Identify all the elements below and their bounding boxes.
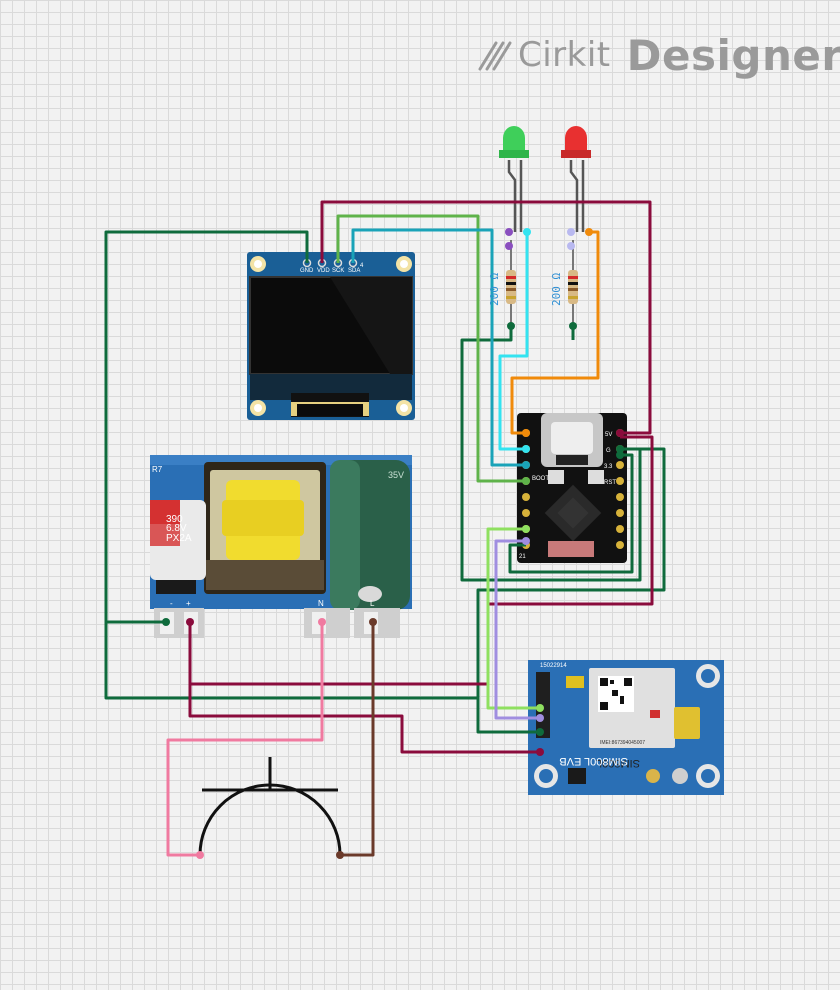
mcu-pin-label: 3.3 (604, 464, 613, 470)
power-module-pin-label: N (318, 599, 324, 608)
oled-pin-labels: GND VDD SCK SDA 4 (300, 263, 364, 274)
gsm-module[interactable] (528, 660, 724, 795)
oled-pin-label-sck: SCK (332, 268, 344, 274)
wire-endpoints (162, 228, 624, 859)
push-button[interactable] (198, 757, 342, 856)
gsm-board-label: SIM800L EVB (559, 755, 628, 767)
mcu-pin-label: BOOT (532, 476, 549, 482)
capacitor-text: 6.8V (166, 523, 187, 534)
resistor-1[interactable] (506, 240, 516, 326)
capacitor2-text: 35V (388, 470, 404, 480)
mcu-pin-label: RST (604, 480, 616, 486)
power-module-pin-label: L (370, 599, 375, 608)
power-module-pin-label: + (186, 599, 191, 608)
led-red[interactable] (561, 126, 591, 232)
oled-display[interactable] (247, 252, 415, 420)
cirkit-designer-logo: Cirkit Designer (476, 30, 840, 80)
mcu-board[interactable] (517, 413, 627, 563)
oled-pin-label-vdd: VDD (317, 268, 330, 274)
ac-dc-power-module[interactable] (150, 455, 412, 638)
gsm-labels: SIM800L SIM800L EVB 15022914 IMEI:867394… (540, 663, 645, 769)
power-module-edge-label: R7 (152, 465, 163, 474)
mcu-pin-label: 5V (605, 432, 612, 438)
gsm-chip-label: SIM800L (596, 757, 640, 769)
resistor-1-label: 200 Ω (488, 272, 501, 306)
gsm-serial-label: IMEI:867394045007 (600, 740, 645, 746)
resistor-2-label: 200 Ω (550, 272, 563, 306)
oled-pin-label-sda: SDA (348, 268, 360, 274)
brand-designer: Designer (626, 30, 840, 80)
power-module-labels: 390 6.8V PX2A 35V R7 - + N L (152, 465, 404, 608)
wires (104, 200, 666, 857)
capacitor-text: PX2A (166, 533, 192, 544)
mcu-labels: BOOT 21 5V G 3.3 RST (519, 432, 616, 560)
oled-pin-number: 4 (360, 263, 364, 269)
mcu-pin-label: G (606, 448, 611, 454)
resistor-2[interactable] (568, 240, 578, 326)
cirkit-logo-icon (478, 41, 512, 71)
gsm-code-label: 15022914 (540, 663, 567, 669)
brand-cirkit: Cirkit (518, 35, 611, 75)
led-green[interactable] (499, 126, 529, 232)
capacitor-text: 390 (166, 514, 183, 525)
oled-pin-label-gnd: GND (300, 268, 314, 274)
power-module-pin-label: - (170, 599, 173, 608)
mcu-pin-label: 21 (519, 554, 526, 560)
